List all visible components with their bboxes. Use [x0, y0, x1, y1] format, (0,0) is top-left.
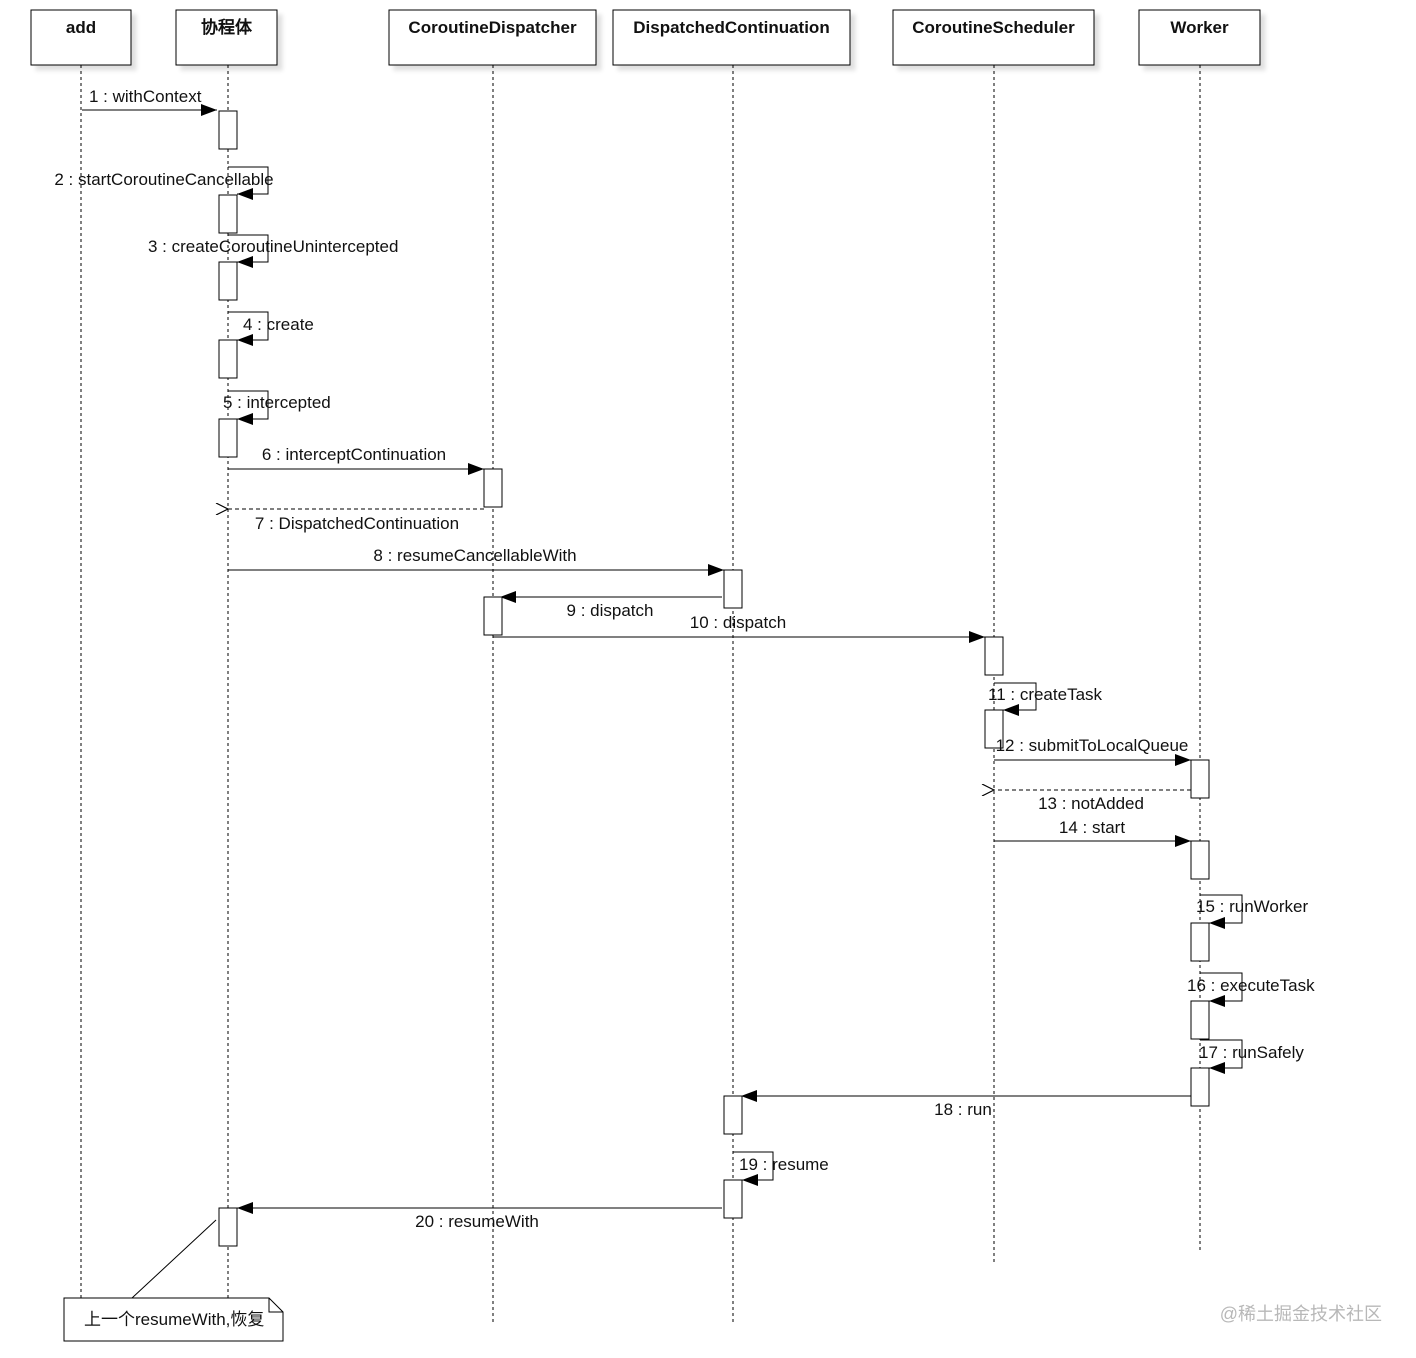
messages-layer — [82, 104, 1243, 1214]
actor-box — [30, 9, 132, 66]
message-label: 10 : dispatch — [690, 613, 786, 632]
message-5 — [228, 390, 269, 425]
activation-bar-coroutine — [218, 194, 238, 234]
note-connector — [131, 1219, 217, 1299]
actor-dcont: DispatchedContinuation — [612, 9, 851, 66]
message-19 — [733, 1151, 774, 1186]
message-arrow — [1200, 894, 1243, 929]
actor-label: DispatchedContinuation — [633, 18, 829, 37]
message-label: 1 : withContext — [89, 87, 202, 106]
actor-box — [388, 9, 597, 66]
activation-bar-dcont — [723, 569, 743, 609]
message-label: 17 : runSafely — [1199, 1043, 1304, 1062]
activation-bar-dcont — [723, 1179, 743, 1219]
message-2 — [228, 166, 269, 200]
actor-box — [892, 9, 1095, 66]
message-label: 14 : start — [1059, 818, 1125, 837]
message-label: 18 : run — [934, 1100, 992, 1119]
activation-bar-worker — [1190, 840, 1210, 880]
message-label: 20 : resumeWith — [415, 1212, 539, 1231]
activation-bar-coroutine — [218, 339, 238, 379]
activation-bar-dispatcher — [483, 468, 503, 508]
actor-label: add — [66, 18, 96, 37]
note-box — [63, 1297, 284, 1342]
message-label: 9 : dispatch — [567, 601, 654, 620]
activation-bar-coroutine — [218, 1207, 238, 1247]
actor-add: add — [30, 9, 132, 66]
activation-bar-coroutine — [218, 261, 238, 301]
note: 上一个resumeWith,恢复 — [63, 1219, 284, 1342]
message-label: 6 : interceptContinuation — [262, 445, 446, 464]
activation-bar-coroutine — [218, 110, 238, 150]
message-label: 4 : create — [243, 315, 314, 334]
activation-bar-scheduler — [984, 709, 1004, 749]
message-label: 3 : createCoroutineUnintercepted — [148, 237, 398, 256]
message-label: 11 : createTask — [988, 685, 1103, 704]
message-label: 13 : notAdded — [1038, 794, 1144, 813]
note-text: 上一个resumeWith,恢复 — [84, 1310, 264, 1329]
message-label: 8 : resumeCancellableWith — [373, 546, 576, 565]
actor-label: CoroutineScheduler — [912, 18, 1075, 37]
message-17 — [1200, 1039, 1243, 1074]
activations-layer — [218, 110, 1210, 1247]
message-label: 15 : runWorker — [1196, 897, 1308, 916]
actor-label: Worker — [1170, 18, 1229, 37]
message-arrow — [1200, 972, 1243, 1007]
note-fold — [268, 1298, 283, 1313]
activation-bar-coroutine — [218, 418, 238, 458]
activation-bar-dcont — [723, 1095, 743, 1135]
message-label: 12 : submitToLocalQueue — [996, 736, 1189, 755]
message-label: 19 : resume — [739, 1155, 829, 1174]
actors-layer: add 协程体 CoroutineDispatcher DispatchedConti… — [30, 9, 1261, 66]
message-3 — [228, 234, 269, 268]
activation-bar-worker — [1190, 922, 1210, 962]
message-label: 7 : DispatchedContinuation — [255, 514, 459, 533]
message-arrow — [228, 166, 269, 200]
activation-bar-worker — [1190, 759, 1210, 799]
actor-scheduler: CoroutineScheduler — [892, 9, 1095, 66]
message-arrow — [994, 682, 1037, 716]
actor-box — [612, 9, 851, 66]
message-arrow — [228, 390, 269, 425]
actor-dispatcher: CoroutineDispatcher — [388, 9, 597, 66]
message-label: 16 : executeTask — [1187, 976, 1315, 995]
activation-bar-scheduler — [984, 636, 1004, 676]
message-11 — [994, 682, 1037, 716]
activation-bar-worker — [1190, 1067, 1210, 1107]
message-15 — [1200, 894, 1243, 929]
message-16 — [1200, 972, 1243, 1007]
actor-coroutine: 协程体 — [175, 9, 278, 66]
actor-box — [175, 9, 278, 66]
message-arrow — [228, 234, 269, 268]
message-4 — [228, 311, 269, 346]
message-label: 5 : intercepted — [223, 393, 331, 412]
activation-bar-worker — [1190, 1000, 1210, 1040]
actor-worker: Worker — [1138, 9, 1261, 66]
actor-label: 协程体 — [201, 17, 253, 37]
message-label: 2 : startCoroutineCancellable — [54, 170, 273, 189]
message-arrow — [228, 311, 269, 346]
labels-layer: 1 : withContext 2 : startCoroutineCancell… — [54, 87, 1315, 1231]
message-arrow — [1200, 1039, 1243, 1074]
message-arrow — [733, 1151, 774, 1186]
actor-label: CoroutineDispatcher — [408, 18, 577, 37]
activation-bar-dispatcher — [483, 596, 503, 636]
actor-box — [1138, 9, 1261, 66]
watermark: @稀土掘金技术社区 — [1220, 1304, 1382, 1324]
